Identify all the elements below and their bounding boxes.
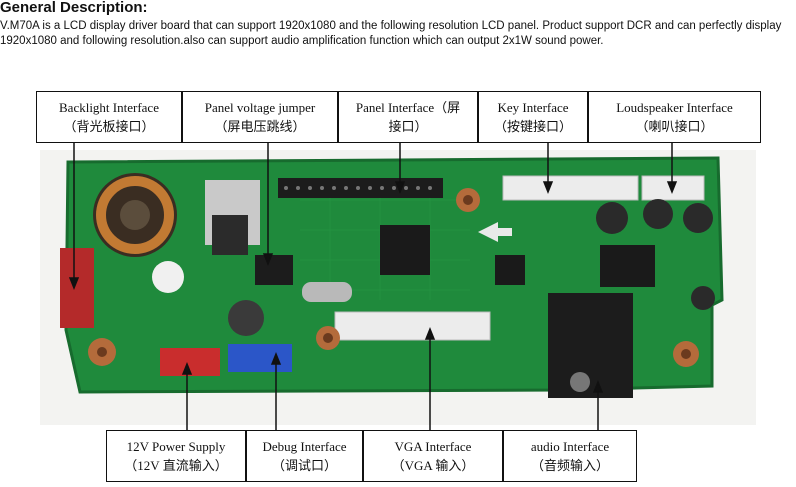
label-en: Loudspeaker Interface	[616, 100, 733, 115]
label-cn: （音频输入）	[530, 458, 609, 473]
label-cn: （背光板接口）	[63, 119, 155, 134]
capacitor-1	[596, 202, 628, 234]
label-key-interface: Key Interface （按键接口）	[478, 91, 588, 143]
capacitor-4	[691, 286, 715, 310]
page-title: General Description:	[0, 0, 148, 16]
label-en: Backlight Interface	[59, 100, 159, 115]
debug-connector	[228, 344, 292, 372]
label-loudspeaker-interface: Loudspeaker Interface （喇叭接口）	[588, 91, 761, 143]
vga-connector	[334, 311, 491, 341]
label-en: audio Interface	[530, 439, 610, 454]
capacitor-2	[643, 199, 673, 229]
label-cn: （喇叭接口）	[635, 119, 714, 134]
capacitor-3	[683, 203, 713, 233]
label-cn: 接口）	[388, 119, 428, 134]
label-en: Debug Interface	[262, 439, 347, 454]
label-en: VGA Interface	[394, 439, 472, 454]
key-connector	[502, 175, 639, 201]
label-cn: （12V 直流输入）	[124, 458, 228, 473]
label-en: Panel Interface（屏	[355, 100, 461, 115]
capacitor-5	[228, 300, 264, 336]
label-cn: （调试口）	[271, 458, 337, 473]
description-text: V.M70A is a LCD display driver board tha…	[0, 20, 782, 47]
label-panel-voltage-jumper: Panel voltage jumper （屏电压跳线）	[182, 91, 338, 143]
amp-chip	[600, 245, 655, 287]
panel-voltage-jumper	[255, 255, 293, 285]
crystal	[302, 282, 352, 302]
label-en: Panel voltage jumper	[204, 100, 316, 115]
label-debug-interface: Debug Interface （调试口）	[246, 430, 363, 482]
label-en: Key Interface	[497, 100, 569, 115]
arrow-marking	[478, 222, 512, 242]
label-cn: （VGA 输入）	[391, 458, 475, 473]
label-en: 12V Power Supply	[126, 439, 226, 454]
label-backlight-interface: Backlight Interface （背光板接口）	[36, 91, 182, 143]
main-chip	[380, 225, 430, 275]
audio-jack	[548, 293, 633, 398]
label-cn: （屏电压跳线）	[214, 119, 306, 134]
label-audio-interface: audio Interface （音频输入）	[503, 430, 637, 482]
label-power-supply: 12V Power Supply （12V 直流输入）	[106, 430, 246, 482]
label-cn: （按键接口）	[493, 119, 572, 134]
capacitor-white	[152, 261, 184, 293]
label-panel-interface: Panel Interface（屏 接口）	[338, 91, 478, 143]
backlight-connector	[60, 248, 94, 328]
label-vga-interface: VGA Interface （VGA 输入）	[363, 430, 503, 482]
